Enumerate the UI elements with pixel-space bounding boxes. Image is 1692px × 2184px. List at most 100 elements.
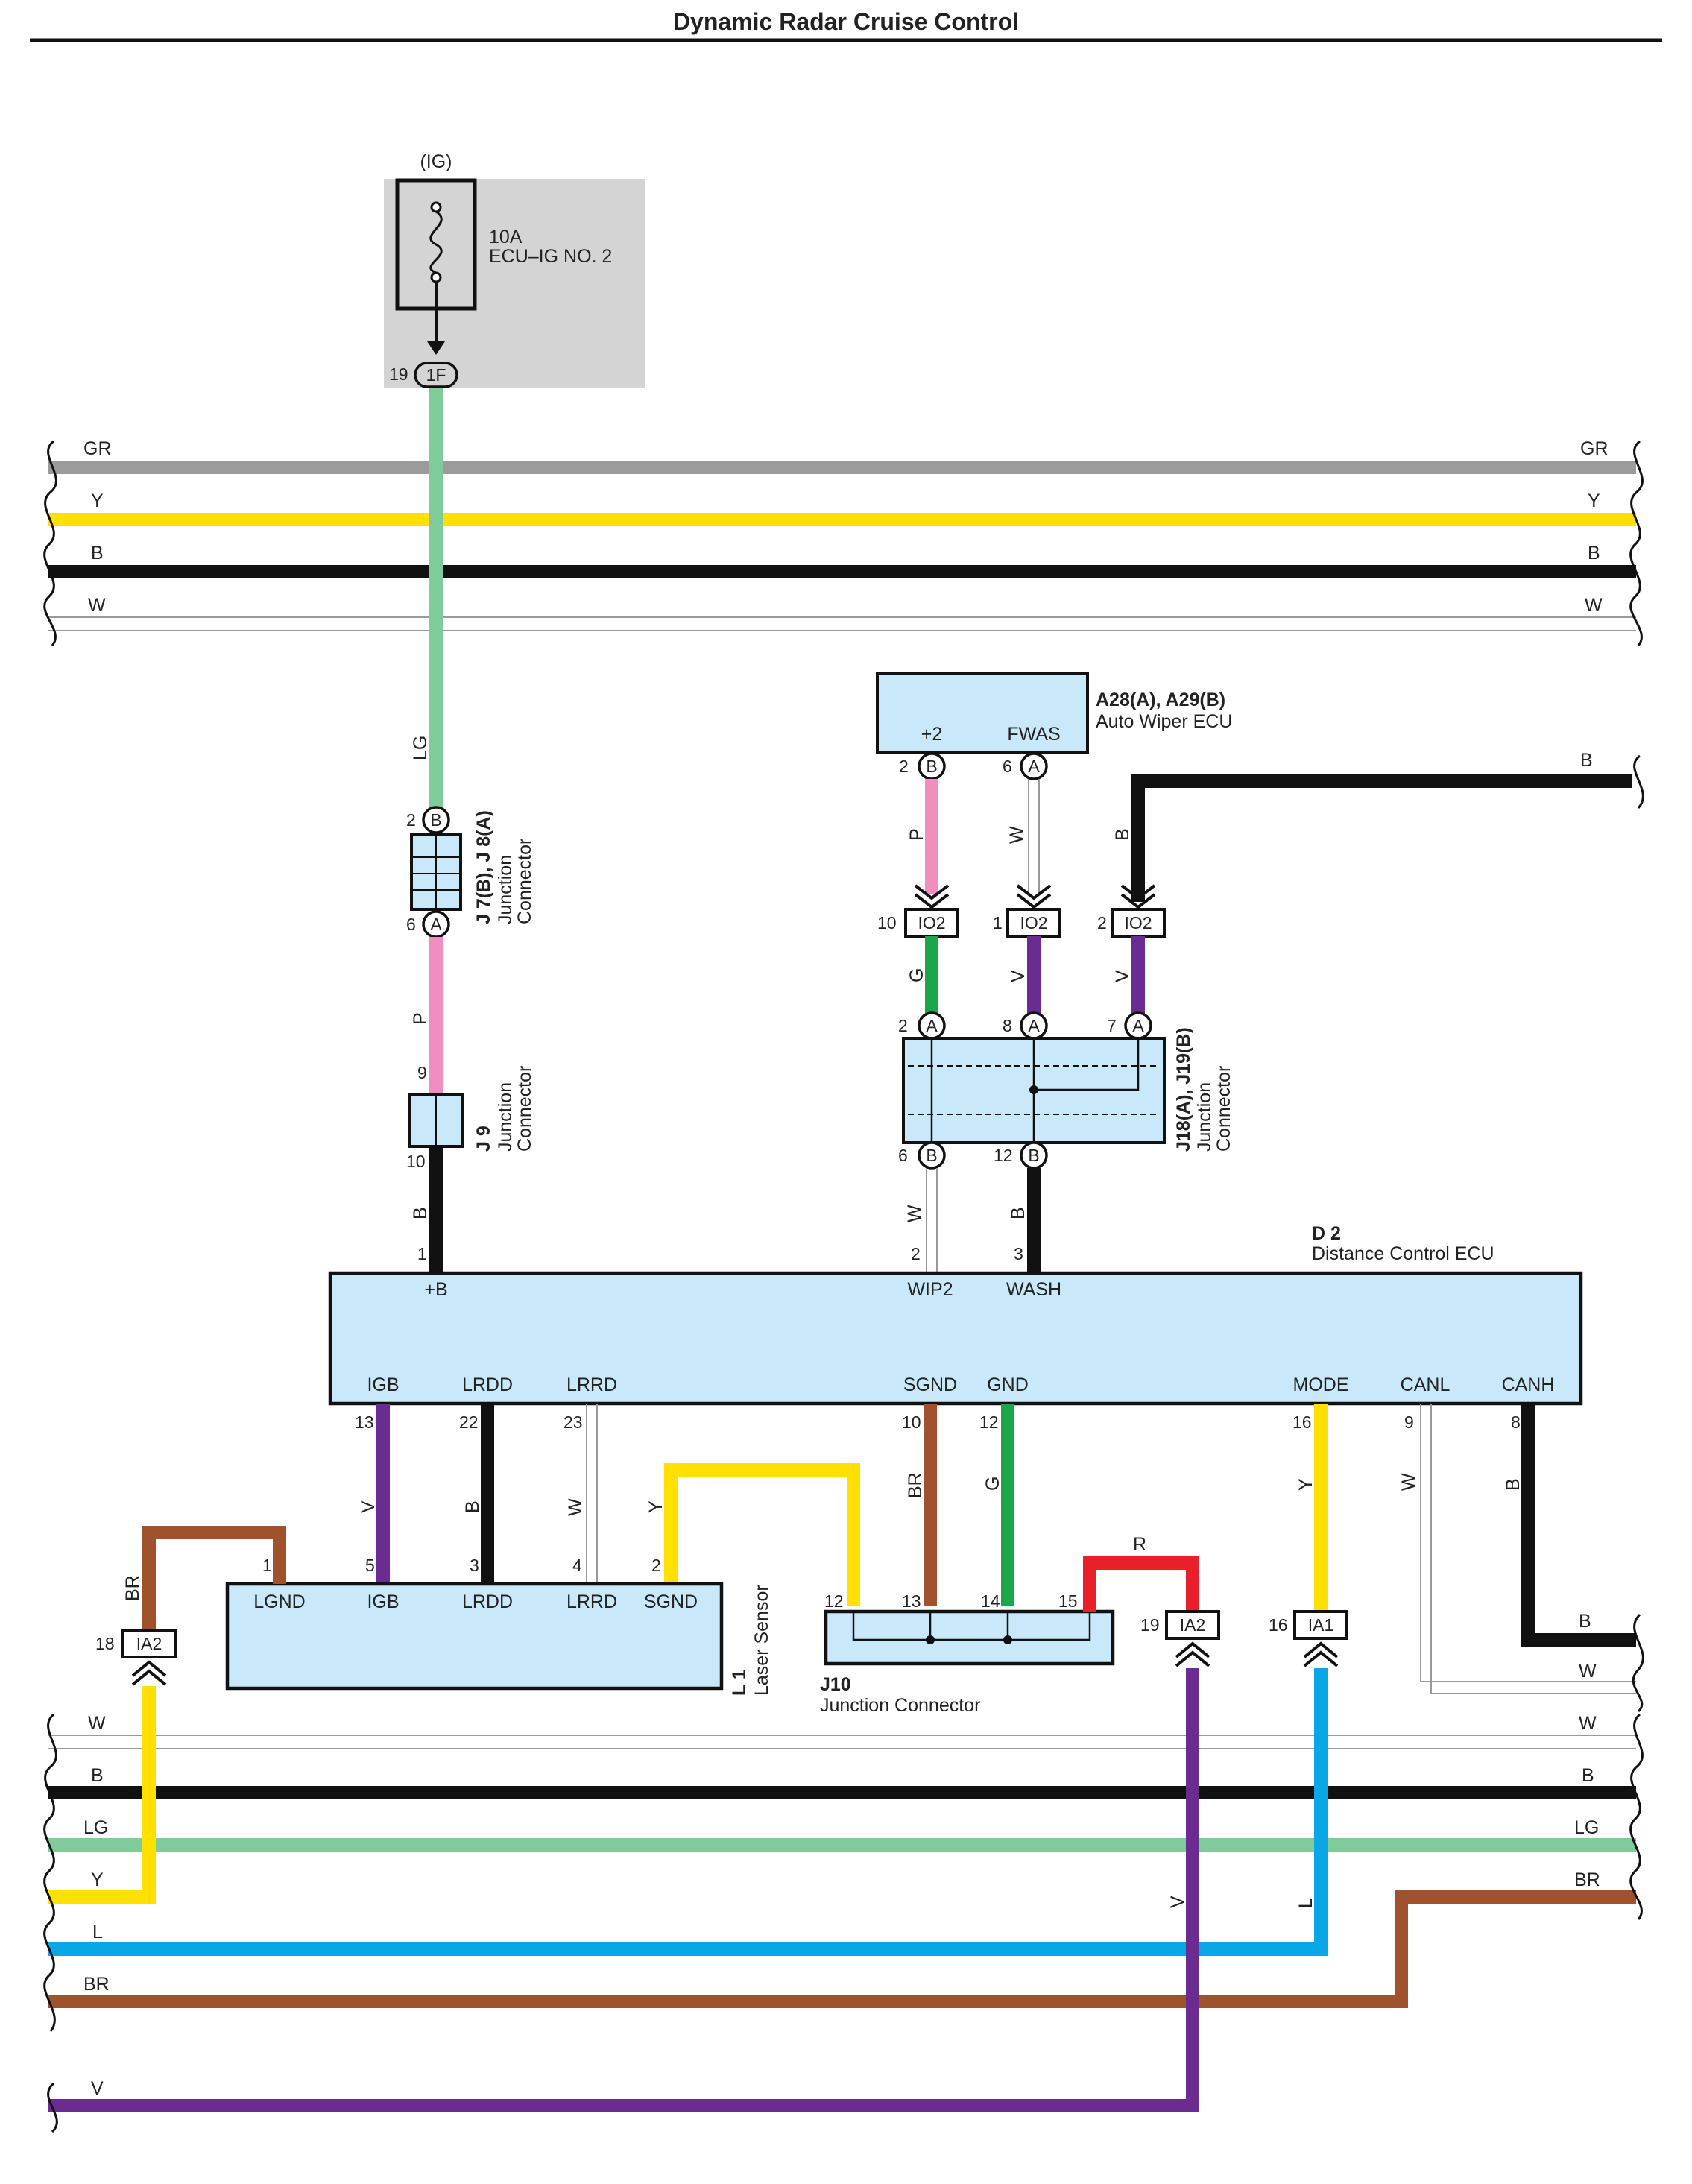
wire-label: Y [1295,1478,1316,1491]
wire-break-icon [47,2082,58,2133]
terminal-label: MODE [1293,1375,1349,1395]
pin-number: 16 [1269,1615,1288,1635]
component-name: Connector [1213,1066,1234,1152]
terminal-label: +B [424,1279,447,1300]
fuse-connector-pill [414,362,458,388]
fuse-box-background [384,179,645,388]
wire-label: V [1112,970,1133,982]
terminal-label: LRDD [462,1591,513,1612]
connector-body [904,908,959,938]
wire-break-icon [43,440,57,646]
connector-body [824,1609,1115,1666]
wire-b-bus-to-io2 [1131,774,1632,902]
junction-connector-j18-j19: A 2 A 8 A 7 B 6 B 12 J18(A), J19(B) Junc… [898,1011,1234,1170]
terminal-label: IGB [367,1375,399,1395]
wire-label: W [904,1205,925,1222]
component-name: Junction Connector [820,1695,980,1716]
fuse-connector-label: 1F [426,365,446,385]
wire-break-icon [1629,440,1644,646]
connector-letter: A [430,915,442,934]
connector-letter: A [1028,757,1040,776]
pin-number: 10 [877,913,897,932]
terminal-label: CANH [1502,1375,1555,1395]
pin-number: 6 [898,1146,908,1165]
auto-wiper-ecu: A28(A), A29(B) Auto Wiper ECU +2 FWAS B … [876,672,1232,780]
connector-arrow-icon [914,884,950,909]
bus-label-left: B [91,543,104,564]
connector-label: IO2 [918,913,945,932]
bus-label-right: LG [1574,1817,1599,1838]
wire-label: B [410,1207,431,1219]
component-name: Junction [495,1082,516,1152]
pin-number: 12 [994,1146,1013,1165]
connector-letter: A [1028,1016,1040,1035]
component-name: Junction [1194,1082,1215,1152]
terminal-label: LRRD [566,1375,617,1395]
connector-arrow-icon [1175,1641,1210,1667]
wire-label: Y [645,1500,666,1513]
terminal-label: WIP2 [907,1279,953,1300]
wire-label: V [1167,1896,1188,1908]
wire-break-icon [1632,1613,1644,1713]
inline-connector-io2-2: IO2 2 [1097,884,1166,938]
wire-label: B [1503,1478,1524,1491]
pin-number: 18 [95,1634,115,1653]
pin-number: 6 [406,915,416,934]
pin-number: 6 [1003,757,1012,776]
connector-pin-circle [1020,752,1048,780]
component-code: J 9 [473,1126,494,1152]
wire-label: G [906,968,927,982]
wire-label: P [410,1012,431,1025]
wire-label: B [1579,1611,1591,1632]
wire-w-canl [1430,1404,1636,1694]
component-name: Auto Wiper ECU [1096,711,1232,732]
component-name: Junction [495,855,516,924]
component-code: A28(A), A29(B) [1096,689,1225,710]
wire-br-lgnd-to-ia2 [142,1526,286,1629]
page-title: Dynamic Radar Cruise Control [673,8,1019,35]
pin-number: 2 [898,1016,908,1035]
component-name: Laser Sensor [751,1585,772,1696]
pin-number: 2 [911,1244,921,1263]
distance-control-ecu-d2: D 2 Distance Control ECU 1 +B 2 WIP2 3 W… [328,1223,1583,1432]
component-code: D 2 [1312,1223,1341,1244]
bottom-bus: V L W W B B LG LG Y L BR BR V [43,1668,1644,2133]
pin-number: 9 [417,1063,427,1082]
component-code: J18(A), J19(B) [1173,1027,1194,1152]
bus-wire-y [48,1686,156,1904]
terminal-label: +2 [921,724,943,745]
fuse-block: (IG) 10A ECU–IG NO. 2 19 1F [384,151,645,388]
junction-connector-j9: 9 10 J 9 Junction Connector [406,1063,535,1171]
connector-label: IA2 [1180,1615,1206,1635]
terminal-label: LRDD [462,1375,513,1395]
wire-label: B [1580,750,1593,771]
connector-letter: A [926,1016,938,1035]
connector-label: IA2 [136,1634,162,1653]
pin-number: 1 [993,913,1003,932]
terminal-label: SGND [644,1591,698,1612]
terminal-label: IGB [367,1591,399,1612]
laser-sensor-l1: 1 5 3 4 2 LGND IGB LRDD LRRD SGND L 1 La… [225,1556,772,1696]
wire-break-icon [1633,754,1644,809]
fuse-pin: 19 [389,364,408,384]
wire-label: W [1579,1661,1597,1682]
connector-label: IA1 [1308,1615,1334,1635]
bus-label-left: GR [83,438,112,459]
bus-label-right: BR [1574,1869,1600,1890]
bus-label-left: B [91,1765,104,1786]
pin-number: 9 [1404,1413,1414,1432]
bus-label-left: LG [83,1817,108,1838]
bus-label-right: B [1582,1765,1594,1786]
sensor-body [225,1582,724,1691]
connector-body [1111,908,1166,938]
wire-label: LG [410,736,431,760]
pin-number: 14 [981,1591,1000,1611]
fuse-circuit-label: (IG) [420,151,452,172]
connector-label: IO2 [1020,913,1047,932]
wire-break-icon [43,1713,57,2032]
bus-label-right: W [1579,1713,1597,1734]
bus-label-left: Y [91,1869,104,1890]
pin-number: 13 [902,1591,921,1611]
connector-arrow-icon [1120,884,1156,909]
